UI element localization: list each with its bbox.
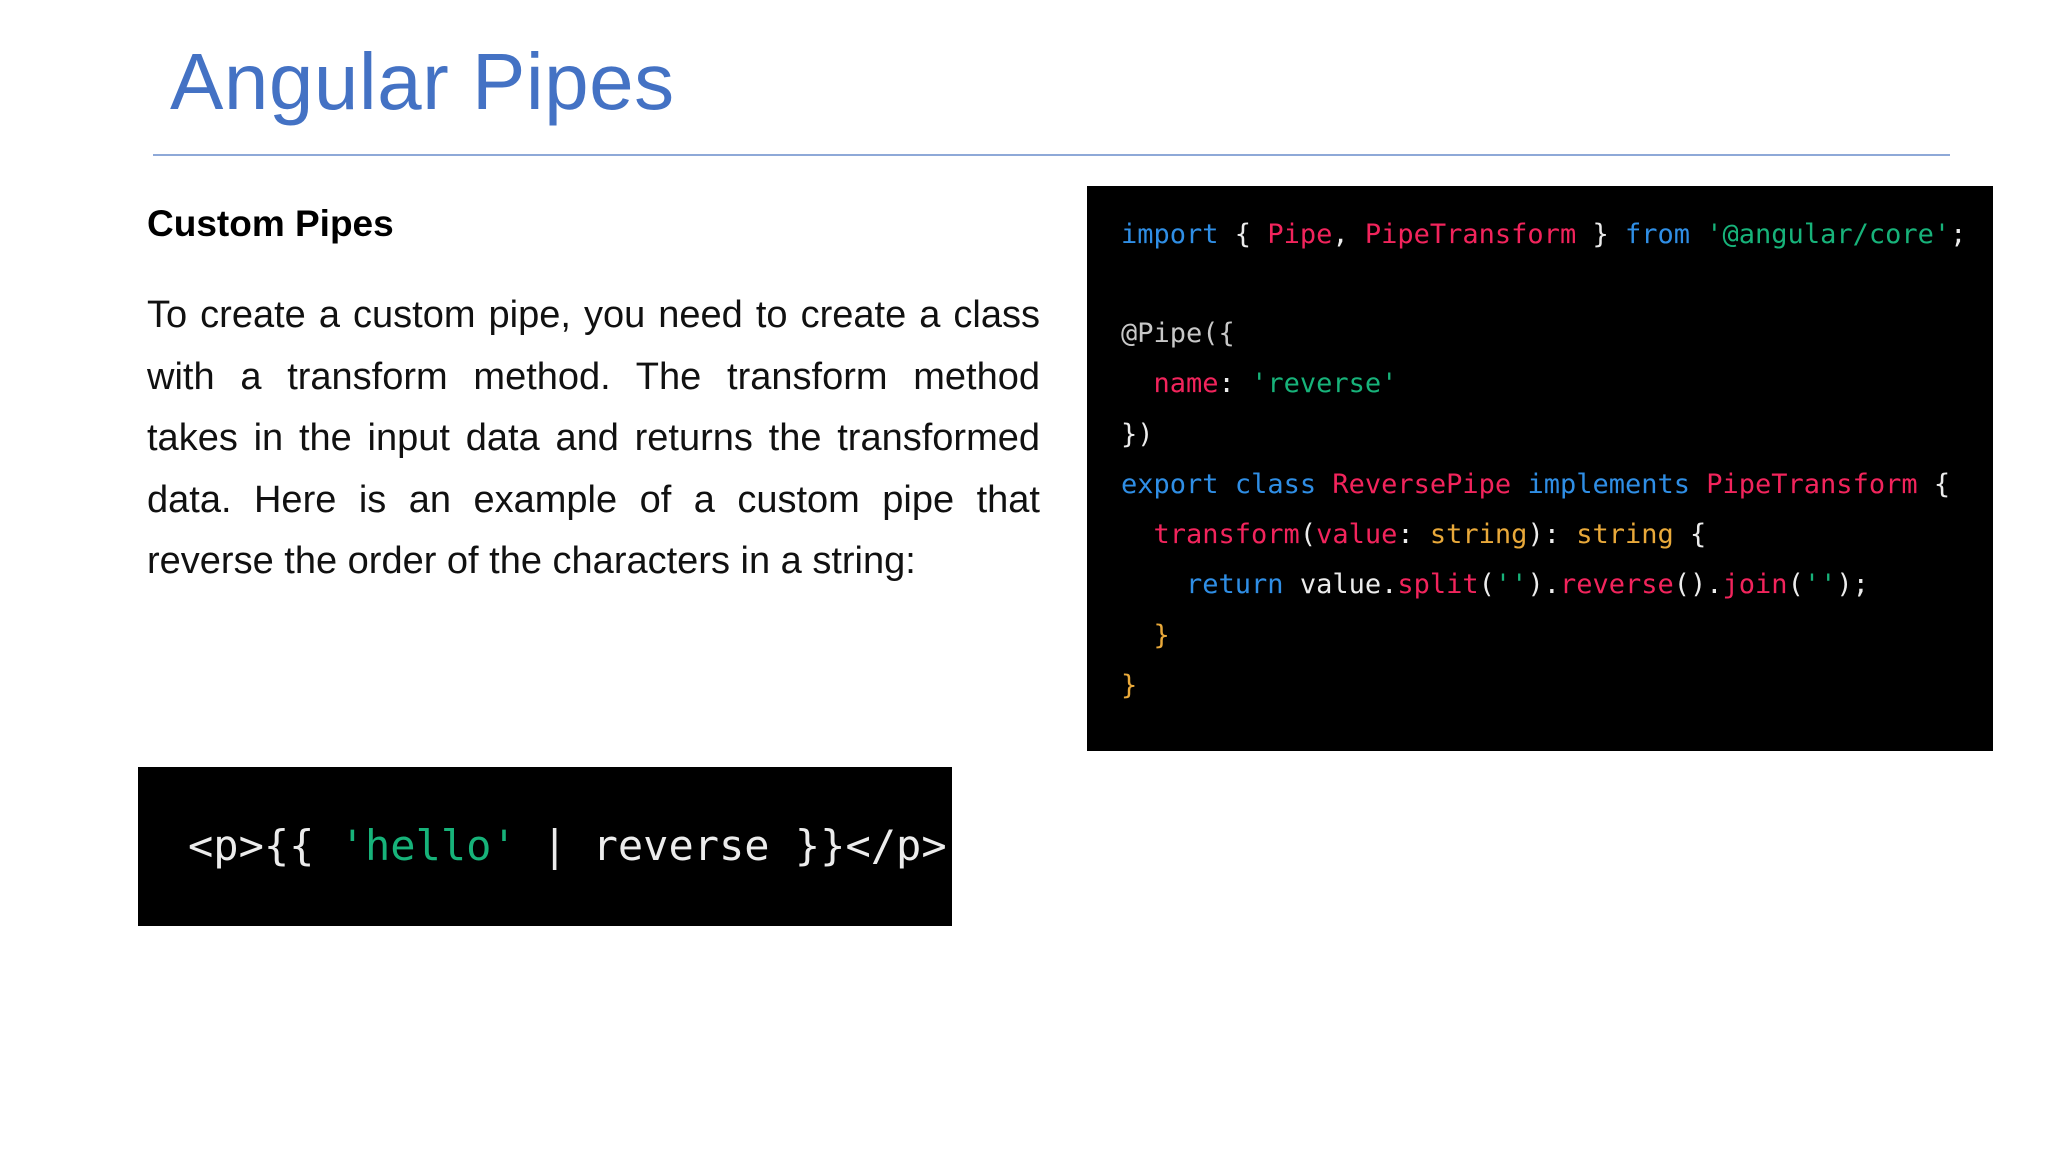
code-token [1121,519,1154,550]
code-line-9: } [1121,620,1170,651]
code-block-reverse-pipe: import { Pipe, PipeTransform } from '@an… [1087,186,1993,751]
section-heading: Custom Pipes [147,203,394,244]
code-token: PipeTransform [1706,469,1918,500]
code-token: PipeTransform [1364,219,1577,250]
section-body-text: To create a custom pipe, you need to cre… [147,294,1040,582]
code-token: ( [1478,569,1495,600]
code-token: string [1429,519,1528,550]
code-token: } [1121,620,1170,651]
code-token: ( [1787,569,1804,600]
code-token: '' [1494,569,1528,600]
code-token [1121,569,1186,600]
code-token: } [1121,670,1138,701]
code-token: ; [1950,219,1967,250]
code-token: @Pipe({ [1121,318,1235,349]
code-token: from [1624,219,1691,250]
code-line-10: } [1121,670,1137,701]
code-token: join [1722,569,1788,600]
code-token [1511,469,1527,500]
code-token: '@angular/core' [1706,219,1951,250]
code-token: implements [1527,469,1690,500]
code-token: export [1121,469,1219,500]
code-token [1121,368,1154,399]
slide-title: Angular Pipes [170,37,675,126]
code-token: value. [1283,569,1398,600]
code-line-3: @Pipe({ [1121,318,1235,349]
code-token [1690,219,1706,250]
code-line-5: }) [1121,419,1154,450]
code-token: , [1332,219,1365,250]
code-token: return [1186,569,1284,600]
code-token: ); [1836,569,1869,600]
code-token: }) [1121,419,1154,450]
code-token: split [1397,569,1479,600]
code-token: reverse [1559,569,1674,600]
code-token: ReversePipe [1332,469,1512,500]
code-token: value [1316,519,1398,550]
code-token: class [1234,469,1317,500]
code-token: ( [1299,519,1317,550]
code-line-template: <p>{{ 'hello' | reverse }}</p> [188,821,947,870]
code-token: Pipe [1267,219,1333,250]
code-block-template-usage: <p>{{ 'hello' | reverse }}</p> [138,767,952,926]
code-token: name [1153,368,1219,399]
code-token: string [1576,519,1674,550]
code-line-6: export class ReversePipe implements Pipe… [1121,469,1950,500]
code-token: : [1218,368,1252,399]
code-token: transform [1153,519,1300,550]
code-token: import [1121,219,1219,250]
code-token [1316,469,1332,500]
code-token: : [1397,519,1430,550]
title-divider [153,154,1950,156]
code-token: '' [1803,569,1837,600]
code-token: { [1917,469,1951,500]
code-token: 'hello' [339,821,517,870]
code-token: <p>{{ [188,821,340,870]
code-token: ). [1527,569,1560,600]
code-line-8: return value.split('').reverse().join(''… [1121,569,1869,600]
code-token: } [1576,219,1625,250]
code-token [1690,469,1706,500]
code-token: ): [1527,519,1577,550]
code-token: 'reverse' [1251,368,1398,399]
code-token: | reverse }}</p> [516,821,947,870]
code-token: { [1218,219,1268,250]
code-line-7: transform(value: string): string { [1121,519,1707,550]
code-token [1219,469,1235,500]
code-line-1: import { Pipe, PipeTransform } from '@an… [1121,219,1966,250]
code-token: { [1673,519,1707,550]
code-line-4: name: 'reverse' [1121,368,1398,399]
code-token: (). [1673,569,1723,600]
